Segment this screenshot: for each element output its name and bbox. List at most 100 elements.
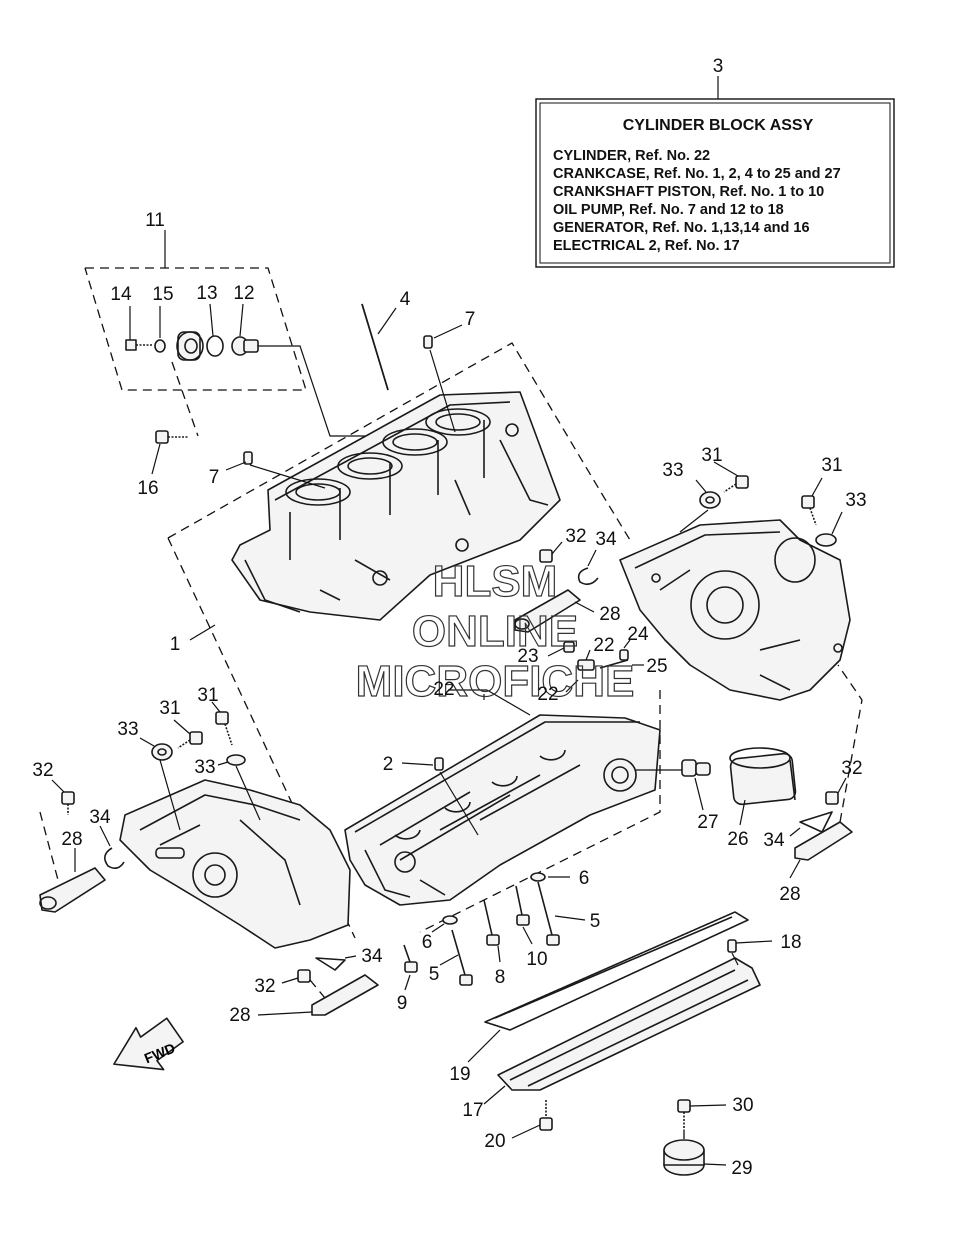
dowel-2-part bbox=[401, 689, 531, 836]
bolt-31-right-top-part bbox=[713, 461, 749, 493]
callout-33-left-a: 33 bbox=[117, 719, 138, 740]
info-box-line-1: CYLINDER, Ref. No. 22 bbox=[553, 148, 710, 164]
washer-33-left-b-part bbox=[217, 754, 261, 821]
dowel-7-lower-part bbox=[225, 451, 326, 489]
washer-33-right-top-part bbox=[679, 479, 721, 533]
washer-15-part bbox=[154, 339, 166, 353]
bolt-30-part bbox=[677, 1099, 727, 1145]
oil-pump-group bbox=[84, 230, 382, 437]
callout-23: 23 bbox=[517, 646, 538, 667]
bolt-31-left-a-part bbox=[211, 701, 233, 746]
hose-34-left-part bbox=[99, 825, 125, 870]
info-box-title: CYLINDER BLOCK ASSY bbox=[623, 117, 814, 134]
watermark: HLSM ONLINE MICROFICHE bbox=[355, 556, 635, 706]
callout-34-right: 34 bbox=[763, 830, 785, 851]
bolt-31-right-part bbox=[801, 477, 823, 526]
plug-12-part bbox=[231, 336, 259, 356]
callout-3: 3 bbox=[713, 56, 724, 77]
clip-25-part bbox=[599, 659, 644, 669]
bolts-lower-crankcase bbox=[403, 872, 586, 991]
callout-22-b: 22 bbox=[433, 679, 454, 700]
callout-31-right-top: 31 bbox=[701, 445, 722, 466]
callout-20: 20 bbox=[484, 1131, 505, 1152]
stay-28-right-part bbox=[789, 664, 863, 879]
callout-27: 27 bbox=[697, 812, 718, 833]
bolt-32-right-part bbox=[825, 777, 847, 805]
oil-pan-17-part bbox=[483, 957, 761, 1105]
hose-34-bottom-part bbox=[315, 955, 357, 971]
stay-28-upper-part bbox=[514, 589, 595, 633]
callout-32-upper: 32 bbox=[565, 526, 586, 547]
callout-5-b: 5 bbox=[429, 964, 440, 985]
callout-28-right: 28 bbox=[779, 884, 800, 905]
callout-6-b: 6 bbox=[422, 932, 433, 953]
bolt-14-part bbox=[125, 339, 152, 351]
union-bolt-27-part bbox=[636, 759, 711, 811]
stay-28-left-part bbox=[39, 848, 106, 913]
right-cover-part bbox=[619, 519, 851, 701]
bolt-32-upper-part bbox=[539, 541, 563, 563]
callout-24: 24 bbox=[627, 624, 649, 645]
fwd-arrow-icon: FWD bbox=[113, 1017, 184, 1071]
o-ring-13-part bbox=[206, 335, 224, 357]
callout-11: 11 bbox=[145, 210, 165, 231]
callout-31-left-a: 31 bbox=[197, 685, 218, 706]
callout-8: 8 bbox=[495, 967, 506, 988]
info-box-line-6: ELECTRICAL 2, Ref. No. 17 bbox=[553, 238, 740, 254]
callout-31-right: 31 bbox=[821, 455, 842, 476]
callout-32-bottom: 32 bbox=[254, 976, 275, 997]
callout-26: 26 bbox=[727, 829, 748, 850]
dowel-7-upper-part bbox=[423, 324, 463, 433]
callout-7-lower: 7 bbox=[209, 467, 220, 488]
bolt-32-left-part bbox=[39, 779, 75, 881]
watermark-line-2: ONLINE bbox=[412, 607, 578, 656]
callout-7-upper: 7 bbox=[465, 309, 476, 330]
callout-33-left-b: 33 bbox=[194, 757, 215, 778]
callout-28-upper: 28 bbox=[599, 604, 620, 625]
oil-filter-26-part bbox=[729, 747, 797, 826]
callout-22-c: 22 bbox=[537, 684, 558, 705]
info-box-line-4: OIL PUMP, Ref. No. 7 and 12 to 18 bbox=[553, 202, 784, 218]
bolt-23-part bbox=[547, 641, 575, 657]
info-box-line-2: CRANKCASE, Ref. No. 1, 2, 4 to 25 and 27 bbox=[553, 166, 841, 182]
callout-13: 13 bbox=[196, 283, 217, 304]
callout-6-a: 6 bbox=[579, 868, 590, 889]
hose-34-right-part bbox=[789, 811, 833, 837]
cylinder-block-part bbox=[231, 391, 561, 621]
gasket-19-part bbox=[467, 911, 749, 1063]
bolt-32-bottom-part bbox=[281, 969, 326, 999]
callout-34-upper: 34 bbox=[595, 529, 617, 550]
callout-15: 15 bbox=[152, 284, 173, 305]
drain-bolt-20-part bbox=[511, 1100, 553, 1139]
hose-34-upper-part bbox=[577, 549, 599, 586]
info-box-line-5: GENERATOR, Ref. No. 1,13,14 and 16 bbox=[553, 220, 810, 236]
callout-14: 14 bbox=[110, 284, 132, 305]
callout-16: 16 bbox=[137, 478, 158, 499]
callout-32-left: 32 bbox=[32, 760, 53, 781]
callout-28-left: 28 bbox=[61, 829, 82, 850]
bolt-16-part bbox=[151, 430, 188, 475]
callout-4: 4 bbox=[400, 289, 411, 310]
callout-5-a: 5 bbox=[590, 911, 601, 932]
info-box: CYLINDER BLOCK ASSY CYLINDER, Ref. No. 2… bbox=[535, 76, 895, 268]
oil-pump-rotor-part bbox=[176, 331, 204, 361]
callout-22-a: 22 bbox=[593, 635, 614, 656]
callout-19: 19 bbox=[449, 1064, 470, 1085]
callout-34-bottom: 34 bbox=[361, 946, 383, 967]
callout-10: 10 bbox=[526, 949, 547, 970]
callout-17: 17 bbox=[462, 1100, 483, 1121]
dowel-24-part bbox=[619, 639, 631, 661]
callout-28-bottom: 28 bbox=[229, 1005, 250, 1026]
callout-33-right-top: 33 bbox=[662, 460, 683, 481]
watermark-line-1: HLSM bbox=[433, 557, 558, 606]
info-box-line-3: CRANKSHAFT PISTON, Ref. No. 1 to 10 bbox=[553, 184, 824, 200]
washer-33-left-a-part bbox=[139, 737, 181, 831]
callout-32-right: 32 bbox=[841, 758, 862, 779]
callout-12: 12 bbox=[233, 283, 254, 304]
watermark-line-3: MICROFICHE bbox=[356, 657, 635, 706]
lower-crankcase-part bbox=[344, 714, 661, 906]
callout-30: 30 bbox=[732, 1095, 753, 1116]
callout-2-a: 2 bbox=[383, 754, 394, 775]
